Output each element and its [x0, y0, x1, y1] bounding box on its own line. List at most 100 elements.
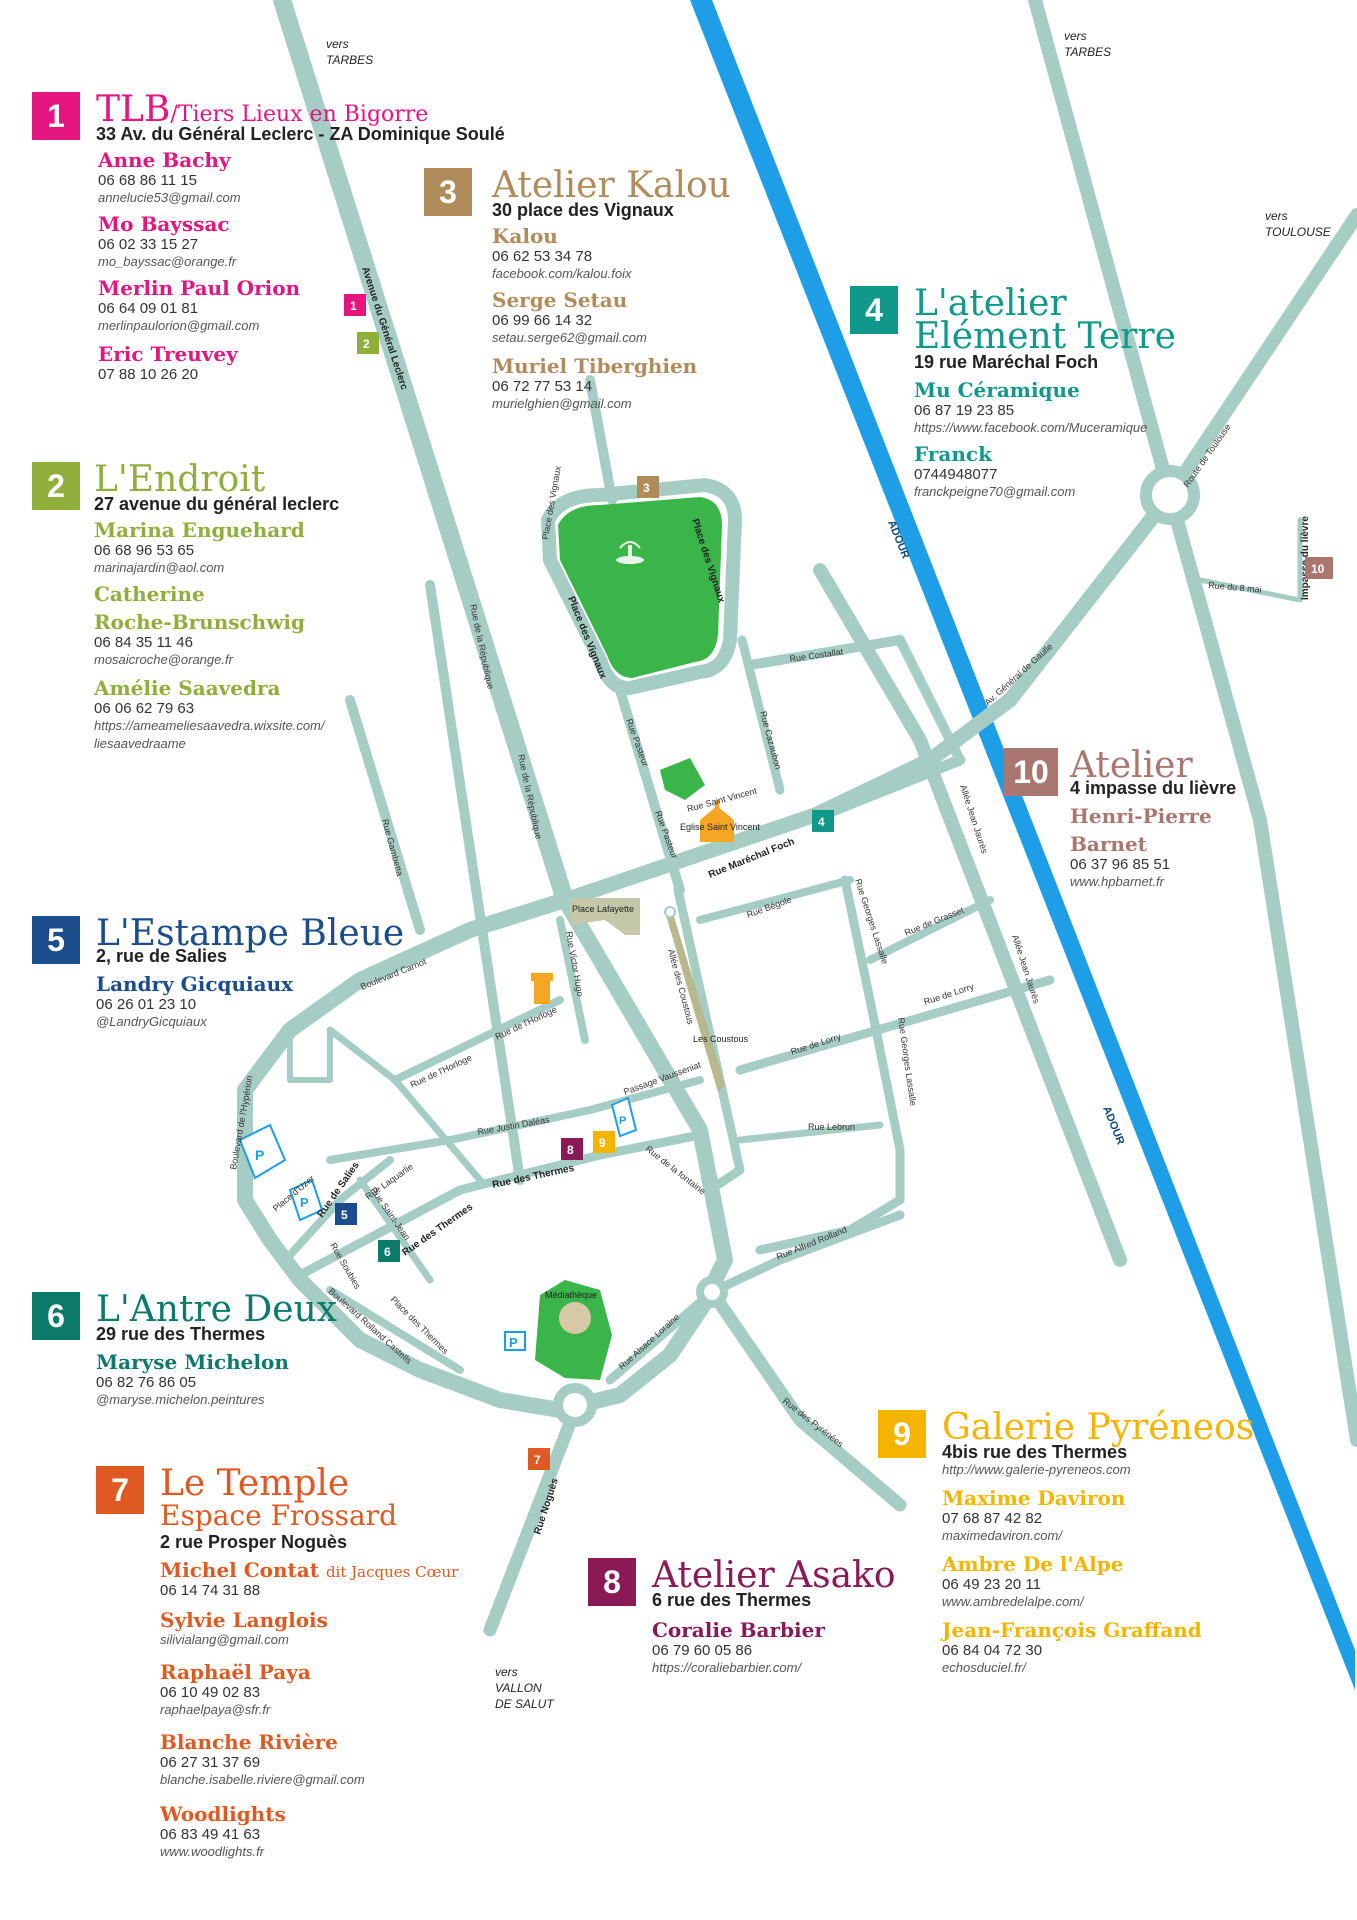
- artist-name: Kalou: [492, 224, 558, 248]
- artist-phone: 06 68 86 11 15: [98, 172, 197, 189]
- artist-website[interactable]: https://ameameliesaavedra.wixsite.com/: [94, 718, 325, 733]
- artist-name: Jean-François Graffand: [942, 1618, 1202, 1642]
- artist-phone: 06 14 74 31 88: [160, 1582, 261, 1599]
- artist-email[interactable]: mo_bayssac@orange.fr: [98, 254, 237, 269]
- artist-phone: 06 27 31 37 69: [160, 1754, 261, 1771]
- artist-phone: 06 68 96 53 65: [94, 542, 195, 559]
- artist-social[interactable]: @maryse.michelon.peintures: [96, 1392, 265, 1407]
- artist-email[interactable]: annelucie53@gmail.com: [98, 190, 241, 205]
- road-lassalle: [755, 875, 905, 1255]
- venue-address: 27 avenue du général leclerc: [94, 494, 340, 514]
- artist-phone: 07 68 87 42 82: [942, 1510, 1043, 1527]
- road-adour-left: [813, 563, 1127, 1267]
- parking-icon: P: [504, 1331, 526, 1351]
- roundabout-south: [553, 1383, 597, 1427]
- road-carnot: [237, 892, 720, 1418]
- venue-address: 4bis rue des Thermes: [942, 1442, 1128, 1462]
- road-salies: [286, 1156, 394, 1259]
- artist-name: Serge Setau: [492, 288, 628, 312]
- artist-email[interactable]: raphaelpaya@sfr.fr: [160, 1702, 271, 1717]
- artist-phone: 06 37 96 85 51: [1070, 856, 1171, 873]
- place-des-vignaux-park: [558, 497, 722, 678]
- artist-email[interactable]: silivialang@gmail.com: [160, 1632, 289, 1647]
- artist-phone: 06 99 66 14 32: [492, 312, 593, 329]
- artist-website[interactable]: www.woodlights.fr: [160, 1844, 265, 1859]
- artist-phone: 06 02 33 15 27: [98, 236, 199, 253]
- artist-website[interactable]: https://coraliebarbier.com/: [652, 1660, 802, 1675]
- map-marker-2: 2: [357, 332, 379, 354]
- artist-website[interactable]: www.ambredelalpe.com/: [942, 1594, 1084, 1609]
- road-pasteur-south: [615, 685, 685, 895]
- road-west-loop: [287, 1027, 333, 1083]
- place-lafayette-shape: [570, 898, 640, 935]
- artist-email[interactable]: blanche.isabelle.riviere@gmail.com: [160, 1772, 365, 1787]
- venue-website[interactable]: http://www.galerie-pyreneos.com: [942, 1462, 1131, 1477]
- direction-toulouse: vers TOULOUSE: [1265, 209, 1331, 240]
- venue-title: Galerie Pyréneos: [942, 1407, 1255, 1448]
- artist-phone: 06 87 19 23 85: [914, 402, 1015, 419]
- venue-title: L'Endroit: [94, 459, 266, 500]
- artist-email[interactable]: marinajardin@aol.com: [94, 560, 225, 575]
- venue-number: 8: [588, 1558, 636, 1606]
- artist-email[interactable]: murielghien@gmail.com: [492, 396, 632, 411]
- venue-number: 1: [32, 92, 80, 140]
- fountain-icon: [616, 541, 644, 564]
- small-park: [660, 758, 705, 800]
- street-labels: Avenue du Général Leclerc Rue de la Répu…: [228, 266, 1311, 1536]
- church-icon: [700, 800, 734, 842]
- svg-text:5: 5: [341, 1208, 348, 1222]
- road-alfred-rolland: [707, 1210, 905, 1297]
- map-marker-4: 4: [812, 810, 834, 832]
- allee-coustous-strip: [665, 910, 725, 1092]
- street-label: Rue Laquarlie: [363, 1161, 415, 1201]
- artist-email[interactable]: mosaicroche@orange.fr: [94, 652, 233, 667]
- svg-text:9: 9: [599, 1136, 606, 1150]
- map-marker-7: 7: [528, 1448, 550, 1470]
- svg-text:P: P: [300, 1195, 309, 1210]
- artist-social[interactable]: @LandryGicquiaux: [96, 1014, 207, 1029]
- road-horloge: [391, 996, 564, 1084]
- artist-website[interactable]: facebook.com/kalou.foix: [492, 266, 632, 281]
- artist-email[interactable]: franckpeigne70@gmail.com: [914, 484, 1076, 499]
- road-costallat: [745, 635, 965, 765]
- artist-website[interactable]: maximedaviron.com/: [942, 1528, 1062, 1543]
- artist-name: Mo Bayssac: [98, 212, 230, 236]
- artist-phone: 06 79 60 05 86: [652, 1642, 753, 1659]
- artist-email[interactable]: merlinpaulorion@gmail.com: [98, 318, 260, 333]
- road-impasse: [1197, 517, 1303, 603]
- artist-website[interactable]: echosduciel.fr/: [942, 1660, 1026, 1675]
- artist-name: Blanche Rivière: [160, 1730, 338, 1754]
- street-label: Rue du 8 mai: [1208, 580, 1262, 595]
- street-label: Rue Georges Lassalle: [896, 1017, 918, 1107]
- artist-email[interactable]: setau.serge62@gmail.com: [492, 330, 647, 345]
- venue-title: Atelier Asako: [652, 1555, 896, 1596]
- artist-name: Sylvie Langlois: [160, 1608, 328, 1632]
- street-label: Rue des Thermes: [491, 1163, 575, 1191]
- artist-phone: 07 88 10 26 20: [98, 366, 199, 383]
- road-place-thermes: [326, 1286, 464, 1374]
- artist-website-line2[interactable]: liesaavedraame: [94, 736, 186, 751]
- road-alsace: [605, 1287, 717, 1385]
- road-justin-daleas: [326, 1076, 704, 1164]
- artist-name: Muriel Tiberghien: [492, 354, 698, 378]
- artist-phone: 06 10 49 02 83: [160, 1684, 261, 1701]
- artist-phone: 06 84 04 72 30: [942, 1642, 1043, 1659]
- map-marker-9: 9: [593, 1131, 615, 1153]
- artist-name: Michel Contat dit Jacques Cœur: [160, 1558, 459, 1582]
- artist-name: Merlin Paul Orion: [98, 276, 301, 300]
- artist-website[interactable]: https://www.facebook.com/Muceramique: [914, 420, 1148, 435]
- river-label: ADOUR: [1100, 1105, 1126, 1147]
- artist-website[interactable]: www.hpbarnet.fr: [1070, 874, 1164, 889]
- venue-address: 19 rue Maréchal Foch: [914, 352, 1099, 372]
- venue-title-line2: Espace Frossard: [160, 1499, 397, 1532]
- road-horloge-2: [326, 1026, 484, 1184]
- tower-icon: [531, 973, 553, 1004]
- road-lebrun: [736, 1121, 884, 1144]
- road-cazaubon: [737, 635, 785, 795]
- artist-name: Ambre De l'Alpe: [942, 1552, 1124, 1576]
- venue-number: 2: [32, 462, 80, 510]
- road-lorry: [735, 975, 1055, 1075]
- svg-text:P: P: [619, 1115, 626, 1127]
- place-label: Médiathèque: [545, 1290, 597, 1300]
